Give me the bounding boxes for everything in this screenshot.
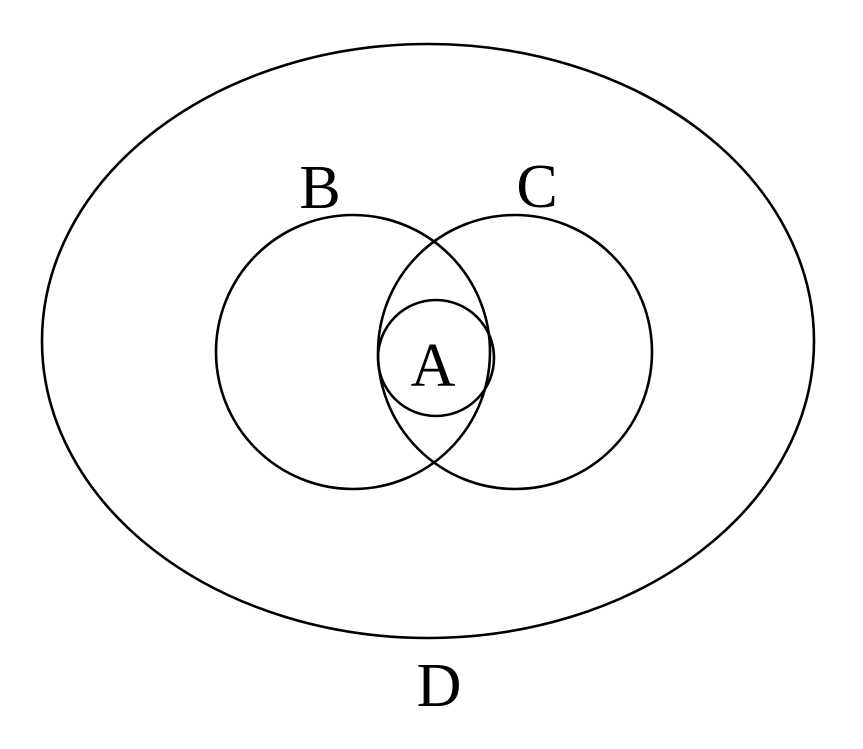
set-a-label: A (411, 332, 456, 400)
set-d-label: D (417, 652, 462, 720)
set-b-circle (214, 213, 492, 491)
set-d-ellipse (40, 42, 816, 640)
set-c-label: C (516, 153, 557, 221)
set-b-label: B (299, 154, 340, 222)
set-a-circle (376, 298, 496, 418)
